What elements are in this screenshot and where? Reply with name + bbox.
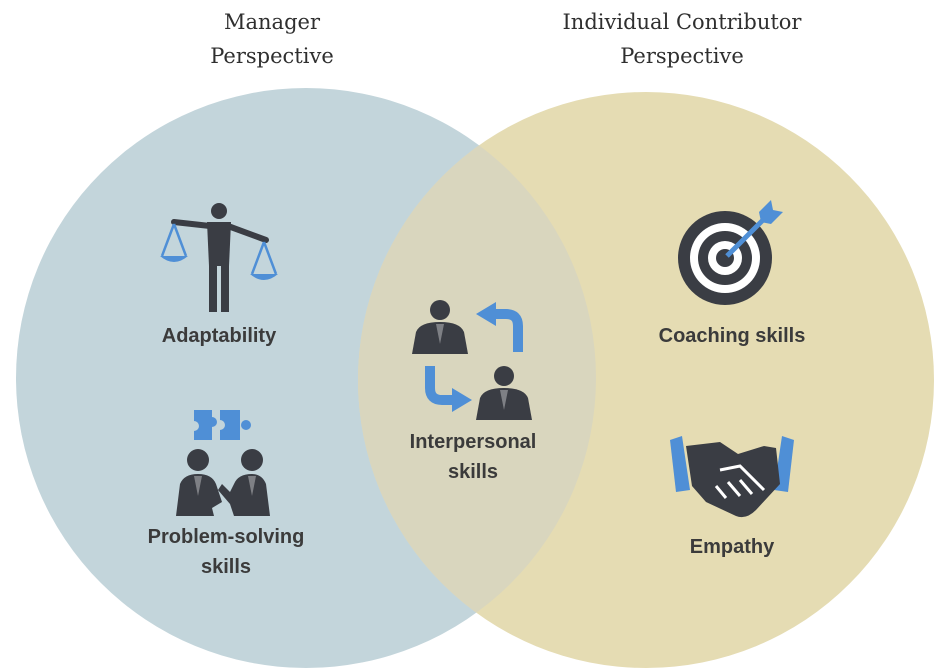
target-icon bbox=[678, 200, 783, 305]
manager-perspective-header: Manager Perspective bbox=[210, 10, 334, 68]
interpersonal-label: Interpersonal skills bbox=[409, 431, 537, 483]
contributor-perspective-header: Individual Contributor Perspective bbox=[562, 10, 802, 68]
empathy-label: Empathy bbox=[689, 536, 775, 558]
scales-icon bbox=[160, 203, 278, 312]
overlap-region bbox=[358, 92, 596, 668]
exchange-people-icon bbox=[412, 300, 532, 420]
problem-solving-label: Problem-solving skills bbox=[147, 526, 305, 578]
coaching-label: Coaching skills bbox=[658, 325, 806, 347]
handshake-icon bbox=[670, 436, 794, 518]
puzzle-people-icon bbox=[176, 410, 270, 516]
adaptability-label: Adaptability bbox=[161, 325, 277, 347]
